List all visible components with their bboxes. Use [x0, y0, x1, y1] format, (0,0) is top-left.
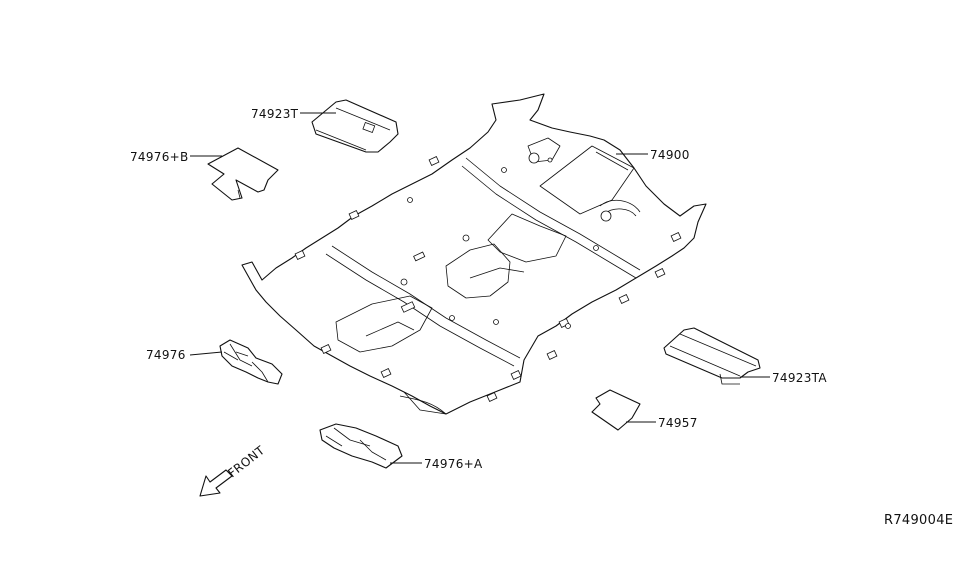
front-label: FRONT [225, 443, 267, 480]
leader-lines [189, 112, 770, 464]
insulator-74976 [219, 339, 283, 385]
floor-carpet-74900 [241, 93, 707, 415]
label-74976: 74976 [146, 348, 186, 362]
front-direction-indicator: FRONT [199, 443, 268, 497]
label-74976-a: 74976+A [424, 457, 483, 471]
label-74976-b: 74976+B [130, 150, 189, 164]
label-74900: 74900 [650, 148, 690, 162]
mat-74976-b [207, 147, 279, 201]
label-74923TA: 74923TA [772, 371, 827, 385]
mat-74957 [591, 389, 641, 431]
insulator-74976-a [319, 423, 403, 469]
label-74923T: 74923T [251, 107, 299, 121]
mat-74923TA [663, 327, 761, 385]
mat-74923T [311, 99, 399, 153]
diagram-reference-code: R749004E [884, 513, 953, 528]
label-74957: 74957 [658, 416, 698, 430]
front-arrow-icon [199, 469, 233, 497]
